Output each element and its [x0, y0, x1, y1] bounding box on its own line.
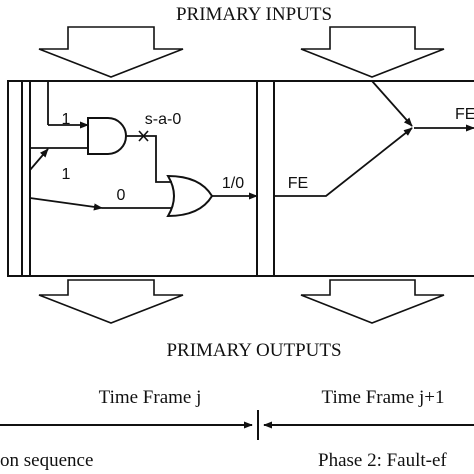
time-frame-j1-label: Time Frame j+1: [322, 387, 445, 408]
fault-label: s-a-0: [145, 111, 182, 128]
circuit-frame-box: [7, 80, 474, 277]
left-latch-bar: [21, 80, 31, 277]
fault-cross-icon: [138, 130, 149, 142]
phase2-label: Phase 2: Fault-ef: [318, 450, 447, 471]
and-to-or-wire: [126, 135, 172, 183]
primary-inputs-arrow-right: [300, 26, 445, 78]
or-output-value: 1/0: [222, 175, 244, 192]
or-input-arrow: [29, 197, 103, 211]
right-latch-bar: [256, 80, 275, 277]
fault-effect-path-upper: [371, 80, 413, 127]
primary-outputs-arrow-left: [38, 279, 184, 324]
fault-effect-left-label: FE: [288, 175, 308, 192]
and-input-top-value: 1: [62, 111, 71, 128]
time-frame-j-label: Time Frame j: [99, 387, 202, 408]
primary-outputs-label: PRIMARY OUTPUTS: [166, 340, 341, 361]
and-gate: [87, 117, 127, 155]
primary-inputs-arrow-left: [38, 26, 184, 78]
fault-effect-path-lower: [274, 127, 413, 197]
primary-inputs-label: PRIMARY INPUTS: [176, 4, 332, 25]
or-input-value: 0: [117, 187, 126, 204]
phase1-label: on sequence: [0, 450, 93, 471]
fault-effect-right-label: FE: [455, 106, 474, 123]
or-gate: [166, 174, 214, 218]
and-input-diagonal-arrow: [29, 148, 49, 171]
and-input-bottom-value: 1: [62, 166, 71, 183]
primary-outputs-arrow-right: [300, 279, 445, 324]
